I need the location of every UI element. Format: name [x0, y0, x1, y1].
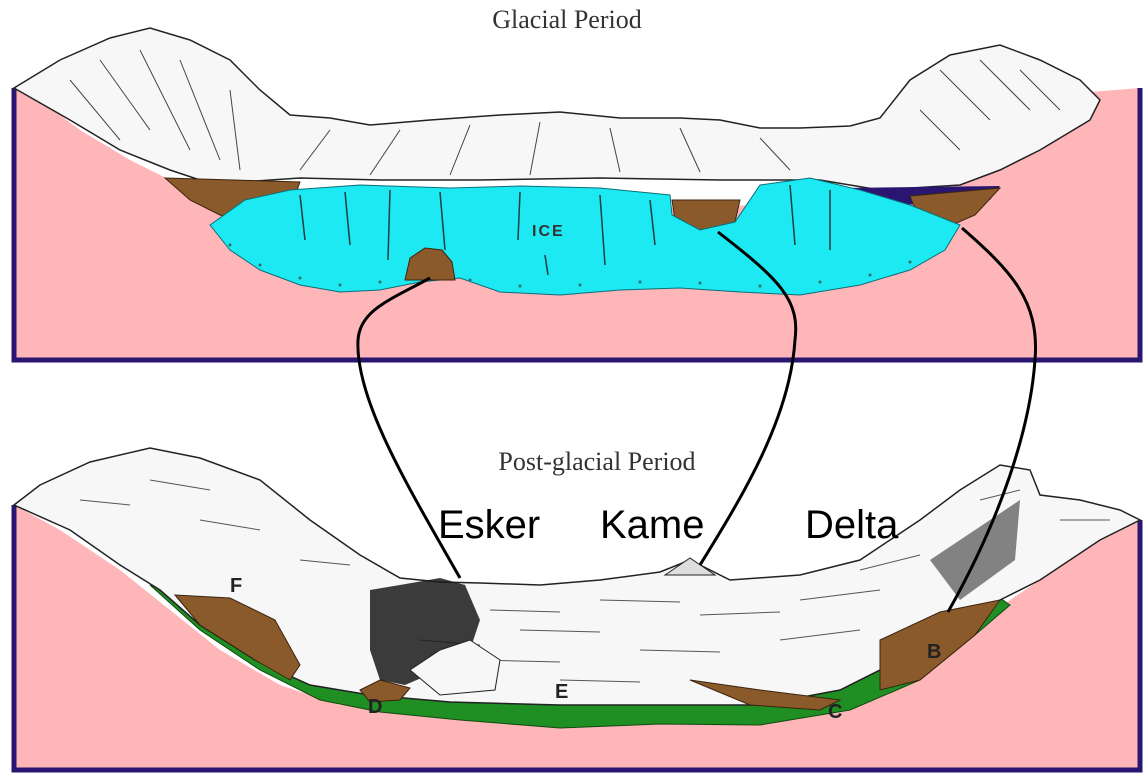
post-glacial-period-title: Post-glacial Period — [498, 447, 695, 476]
point-label-b: B — [927, 641, 941, 663]
ice-label: ICE — [532, 223, 565, 240]
glacial-period-title: Glacial Period — [492, 5, 641, 34]
landform-label-kame: Kame — [600, 503, 705, 547]
point-label-e: E — [555, 681, 568, 703]
landform-label-esker: Esker — [438, 503, 540, 547]
glacial-ice — [210, 178, 960, 295]
point-label-c: C — [828, 701, 842, 723]
landform-label-delta: Delta — [805, 503, 899, 547]
post-glacial-period-panel: F D E C B Post-glacial Period — [14, 447, 1140, 770]
glacial-mountains — [14, 28, 1100, 190]
point-label-d: D — [368, 696, 382, 718]
point-label-f: F — [230, 575, 242, 597]
glacial-period-panel: ICE Glacial Period — [14, 5, 1140, 360]
